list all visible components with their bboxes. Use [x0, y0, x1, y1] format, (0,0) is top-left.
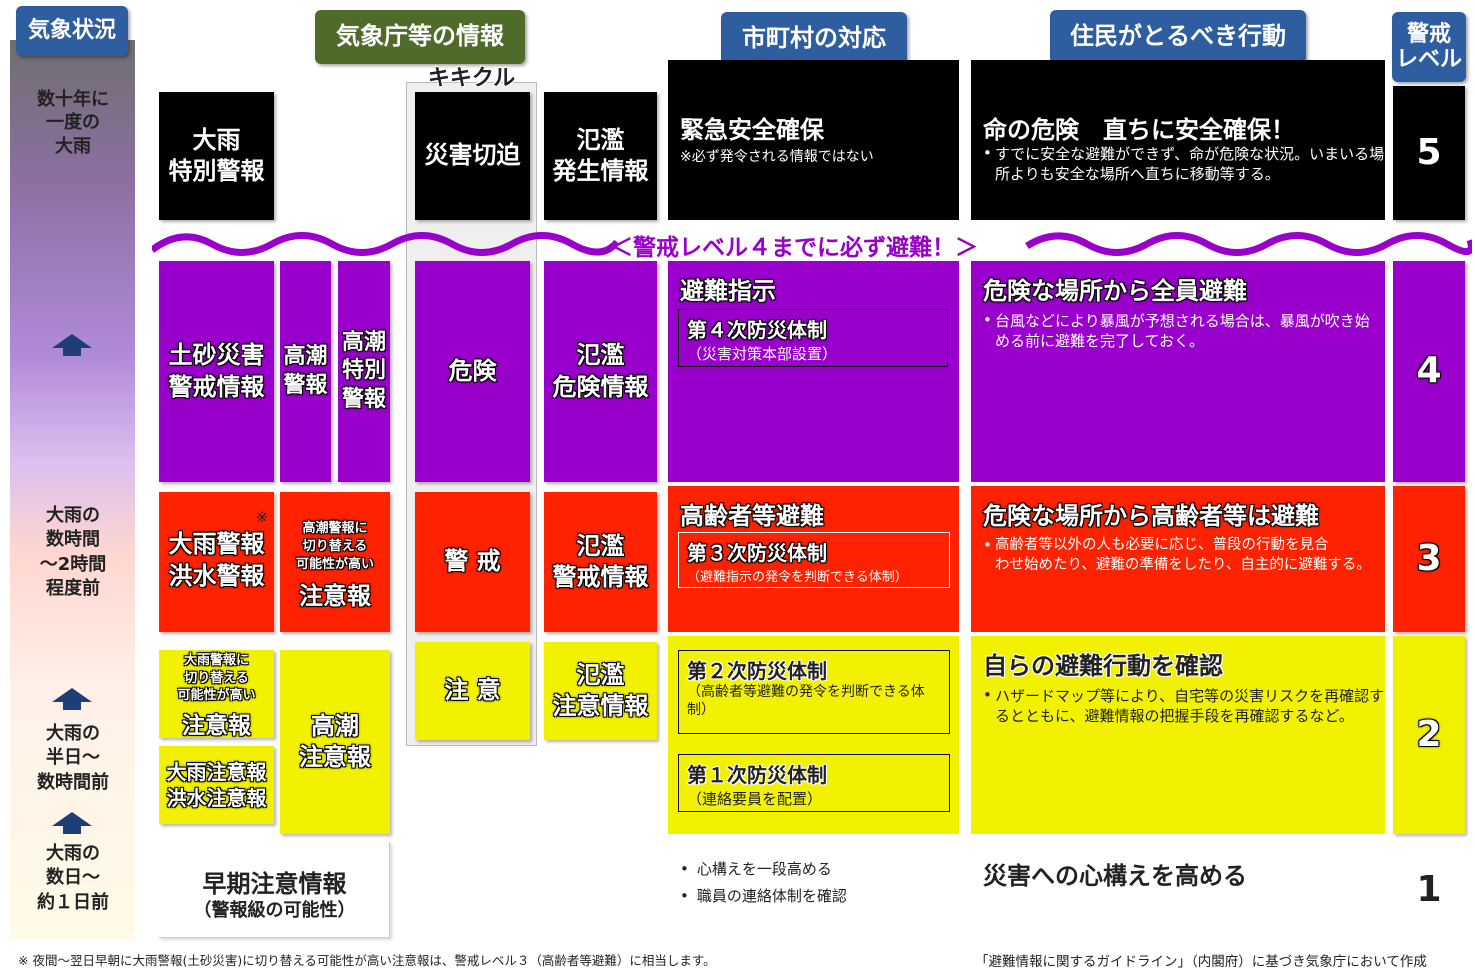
arrow-up-icon: [52, 688, 92, 710]
kikikuru-label: キキクル: [427, 66, 516, 91]
municipal-l5: 緊急安全確保 ※必ず発令される情報ではない: [668, 60, 959, 220]
attention: 注 意: [415, 642, 530, 740]
level-4: 4: [1393, 261, 1465, 482]
level-1: 1: [1393, 850, 1465, 930]
resident-l4-bullet-dot: •: [983, 311, 992, 329]
heavy-rain-advisory-likely-main: 注意報: [182, 713, 251, 739]
header-weather: 気象状況: [16, 6, 128, 56]
level-5: 5: [1393, 86, 1465, 220]
municipal-l3-box-sub: （避難指示の発令を判断できる体制）: [687, 570, 908, 585]
weather-row5-label: 数十年に 一度の 大雨: [37, 89, 109, 157]
municipal-l4: 避難指示 第４次防災体制 （災害対策本部設置）: [668, 261, 959, 482]
heavy-rain-special-warning: 大雨 特別警報: [159, 92, 274, 220]
storm-surge-advisory-likely-sub: 高潮警報に 切り替える 可能性が高い: [295, 521, 374, 573]
header-jma: 気象庁等の情報: [315, 10, 525, 64]
danger: 危険: [415, 261, 530, 482]
disaster-imminent: 災害切迫: [415, 92, 530, 220]
municipal-l1-item: •心構えを一段高める: [680, 856, 960, 883]
municipal-l2-box1: 第２次防災体制 （高齢者等避難の発令を判断できる体 制）: [678, 650, 950, 734]
municipal-l1-bullet1: 心構えを一段高める: [696, 860, 832, 878]
resident-l5: 命の危険 直ちに安全確保！ • すでに安全な避難ができず、命が危険な状況。いまい…: [971, 60, 1385, 220]
resident-l3: 危険な場所から高齢者等は避難 • 高齢者等以外の人も必要に応じ、普段の行動を見合…: [971, 486, 1385, 632]
flood-occurrence-info: 氾濫 発生情報: [544, 92, 657, 220]
resident-l2-text: ハザードマップ等により、自宅等の災害リスクを再確認す るとともに、避難情報の把握…: [995, 687, 1385, 726]
municipal-l3-box: 第３次防災体制 （避難指示の発令を判断できる体制）: [678, 532, 950, 588]
resident-l1-title: 災害への心構えを高める: [983, 862, 1247, 890]
heavy-rain-flood-advisory: 大雨注意報 洪水注意報: [159, 746, 274, 824]
resident-l5-bullet-dot: •: [983, 144, 992, 162]
weather-row1-label: 大雨の 数日～ 約１日前: [37, 843, 109, 913]
warning-footnote-mark: ※: [256, 510, 268, 526]
municipal-l2-box2-title: 第１次防災体制: [687, 763, 827, 787]
municipal-l2-box2-sub: （連絡要員を配置）: [687, 790, 823, 808]
storm-surge-advisory-likely-main: 注意報: [299, 582, 371, 610]
resident-l3-title: 危険な場所から高齢者等は避難: [983, 502, 1319, 530]
level-5-number: 5: [1416, 131, 1442, 173]
resident-l5-title: 命の危険 直ちに安全確保！: [983, 116, 1295, 144]
resident-l5-text: すでに安全な避難ができず、命が危険な状況。いまいる場 所よりも安全な場所へ直ちに…: [995, 145, 1385, 184]
storm-surge-advisory: 高潮 注意報: [280, 650, 390, 834]
level-1-number: 1: [1416, 868, 1442, 910]
flood-warning-info: 氾濫 警戒情報: [544, 492, 657, 632]
flood-advisory-info: 氾濫 注意情報: [544, 642, 657, 740]
header-resident: 住民がとるべき行動: [1050, 10, 1306, 64]
municipal-l2-box2: 第１次防災体制 （連絡要員を配置）: [678, 754, 950, 812]
municipal-l3: 高齢者等避難 第３次防災体制 （避難指示の発令を判断できる体制）: [668, 486, 959, 632]
storm-surge-advisory-likely: 高潮警報に 切り替える 可能性が高い 注意報: [280, 492, 390, 632]
municipal-l4-box-title: 第４次防災体制: [687, 318, 827, 342]
heavy-rain-advisory-likely: 大雨警報に 切り替える 可能性が高い 注意報: [159, 650, 274, 739]
footer-note: ※ 夜間～翌日早朝に大雨警報(土砂災害)に切り替える可能性が高い注意報は、警戒レ…: [18, 953, 716, 968]
resident-l4-text: 台風などにより暴風が予想される場合は、暴風が吹き始 める前に避難を完了しておく。: [995, 312, 1370, 351]
level-4-number: 4: [1416, 350, 1442, 392]
level-3-number: 3: [1416, 537, 1442, 579]
early-warning-info-title: 早期注意情報: [202, 870, 347, 898]
heavy-rain-flood-warning: ※ 大雨警報 洪水警報: [159, 492, 274, 632]
flood-danger-info: 氾濫 危険情報: [544, 261, 657, 482]
resident-l2-bullet-dot: •: [983, 686, 992, 704]
municipal-l3-title: 高齢者等避難: [680, 502, 824, 530]
early-warning-info: 早期注意情報 （警報級の可能性）: [159, 842, 390, 938]
early-warning-info-sub: （警報級の可能性）: [193, 900, 356, 921]
municipal-l4-box-sub: （災害対策本部設置）: [687, 345, 838, 363]
municipal-l2: 第２次防災体制 （高齢者等避難の発令を判断できる体 制） 第１次防災体制 （連絡…: [668, 636, 959, 834]
header-level: 警戒 レベル: [1392, 12, 1466, 82]
heavy-rain-advisory-likely-sub: 大雨警報に 切り替える 可能性が高い: [177, 653, 256, 704]
arrow-up-icon: [52, 812, 92, 834]
municipal-l4-box: 第４次防災体制 （災害対策本部設置）: [678, 309, 948, 367]
header-municipal: 市町村の対応: [721, 12, 907, 66]
municipal-l5-note: ※必ず発令される情報ではない: [680, 149, 874, 165]
resident-l3-text: 高齢者等以外の人も必要に応じ、普段の行動を見合 わせ始めたり、避難の準備をしたり…: [995, 537, 1371, 573]
municipal-l3-box-title: 第３次防災体制: [687, 541, 827, 565]
heavy-rain-flood-warning-text: 大雨警報 洪水警報: [168, 530, 265, 591]
weather-row3-label: 大雨の 数時間 ～2時間 程度前: [39, 505, 107, 599]
resident-l2-title: 自らの避難行動を確認: [983, 652, 1223, 680]
municipal-l1-bullet2: 職員の連絡体制を確認: [696, 887, 847, 905]
wave-divider: [152, 232, 1472, 256]
sediment-warning-info: 土砂災害 警戒情報: [159, 261, 274, 482]
municipal-l2-box1-sub: （高齢者等避難の発令を判断できる体 制）: [687, 684, 925, 718]
caution-warning: 警 戒: [415, 492, 530, 632]
level-2: 2: [1393, 636, 1465, 834]
resident-l3-bullet-dot: •: [983, 536, 992, 554]
storm-surge-warning: 高潮 警報: [280, 261, 331, 482]
footer-source: 「避難情報に関するガイドライン」（内閣府）に基づき気象庁において作成: [975, 954, 1427, 970]
weather-gradient-bar: [10, 40, 135, 940]
municipal-l1-item: •職員の連絡体制を確認: [680, 883, 960, 910]
resident-l4: 危険な場所から全員避難 • 台風などにより暴風が予想される場合は、暴風が吹き始 …: [971, 261, 1385, 482]
municipal-l5-title: 緊急安全確保: [680, 116, 824, 144]
municipal-l4-title: 避難指示: [680, 277, 776, 305]
storm-surge-special-warning: 高潮 特別 警報: [338, 261, 390, 482]
arrow-up-icon: [52, 334, 92, 356]
level-3: 3: [1393, 486, 1465, 632]
municipal-l1: •心構えを一段高める •職員の連絡体制を確認: [680, 856, 960, 910]
level-2-number: 2: [1416, 713, 1442, 755]
municipal-l2-box1-title: 第２次防災体制: [687, 659, 827, 683]
resident-l2: 自らの避難行動を確認 • ハザードマップ等により、自宅等の災害リスクを再確認す …: [971, 636, 1385, 834]
wave-warning-text: ＜警戒レベル４までに必ず避難！＞: [610, 235, 978, 261]
weather-row2-label: 大雨の 半日～ 数時間前: [37, 723, 109, 793]
resident-l4-title: 危険な場所から全員避難: [983, 277, 1247, 305]
